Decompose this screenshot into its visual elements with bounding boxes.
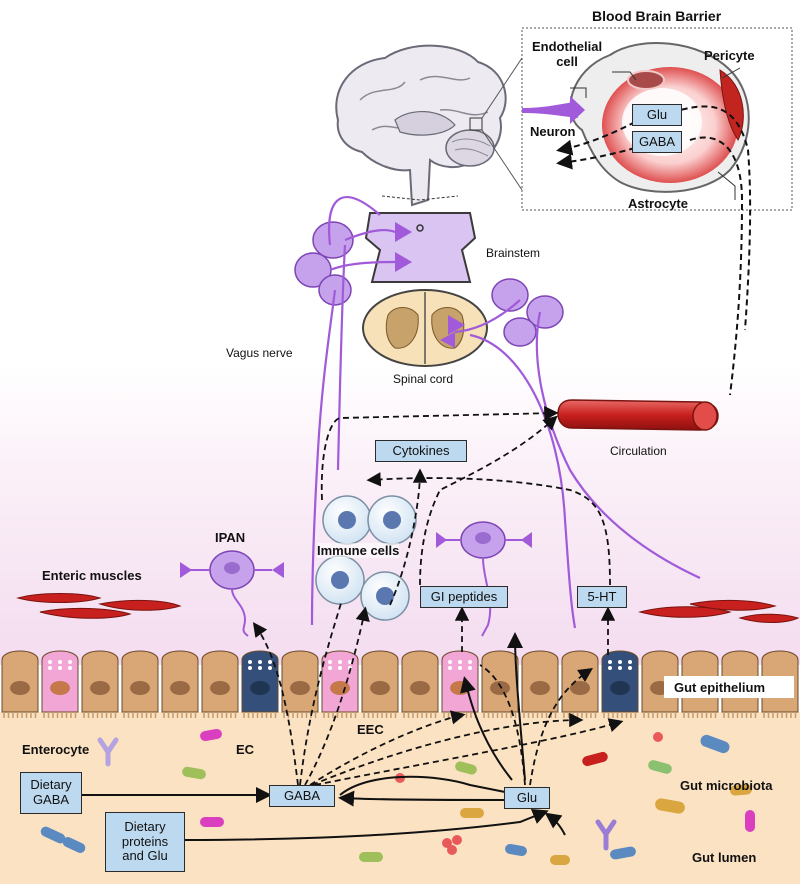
cell-nucleus (410, 681, 430, 695)
secretory-granule (608, 660, 612, 664)
enterocyte-label: Enterocyte (22, 742, 90, 757)
brainstem-label: Brainstem (486, 246, 541, 260)
secretory-granule (68, 666, 72, 670)
astrocyte-label: Astrocyte (628, 196, 688, 211)
secretory-granule (608, 666, 612, 670)
cell-nucleus (370, 681, 390, 695)
ec-label: EC (236, 742, 255, 757)
enteric-muscles (16, 593, 800, 623)
bbb-title: Blood Brain Barrier (592, 8, 722, 24)
vagus-nerve-label: Vagus nerve (226, 346, 293, 360)
gut-lumen-label: Gut lumen (692, 850, 757, 865)
secretory-granule (268, 666, 272, 670)
synapse-terminals (395, 222, 465, 348)
secretory-granule (468, 660, 472, 664)
nerve-fibers (310, 196, 701, 629)
cell-nucleus (610, 681, 630, 695)
secretory-granule (268, 660, 272, 664)
gut-microbiota (40, 728, 755, 865)
solid-arrows (80, 632, 566, 841)
serotonin-box: 5-HT (577, 586, 627, 608)
gut-epithelium-label: Gut epithelium (664, 676, 794, 698)
secretory-granule (348, 660, 352, 664)
bbb-gaba-box: GABA (632, 131, 682, 153)
secretory-granule (68, 660, 72, 664)
secretory-granule (618, 660, 622, 664)
gaba-box: GABA (269, 785, 335, 807)
secretory-granule (618, 666, 622, 670)
cell-nucleus (250, 681, 270, 695)
enteric-muscles-label: Enteric muscles (42, 568, 142, 583)
cell-nucleus (210, 681, 230, 695)
immune-cells-label: Immune cells (317, 543, 400, 558)
cell-nucleus (570, 681, 590, 695)
secretory-granule (448, 666, 452, 670)
secretory-granule (258, 660, 262, 664)
brainstem-illustration (364, 195, 477, 283)
secretory-granule (338, 660, 342, 664)
neuron-label: Neuron (530, 124, 576, 139)
cell-nucleus (290, 681, 310, 695)
bbb-glu-box: Glu (632, 104, 682, 126)
gut-microbiota-label: Gut microbiota (680, 778, 773, 793)
secretory-granule (328, 666, 332, 670)
dorsal-root-ganglion-cells-right (491, 278, 564, 347)
secretory-granule (628, 660, 632, 664)
gi-peptides-box: GI peptides (420, 586, 508, 608)
cell-nucleus (330, 681, 350, 695)
brain-illustration (335, 44, 507, 207)
secretory-granule (58, 666, 62, 670)
spinal-cord-illustration (362, 289, 488, 367)
cell-nucleus (530, 681, 550, 695)
secretory-granule (48, 666, 52, 670)
eec-label: EEC (357, 722, 384, 737)
cytokines-box: Cytokines (375, 440, 467, 462)
secretory-granule (448, 660, 452, 664)
secretory-granule (248, 666, 252, 670)
secretory-granule (48, 660, 52, 664)
circulation-label: Circulation (610, 444, 667, 458)
dietary-gaba-box: Dietary GABA (20, 772, 82, 814)
circulation-vessel (557, 399, 719, 431)
spinal-cord-label: Spinal cord (393, 372, 454, 386)
cell-nucleus (490, 681, 510, 695)
secretory-granule (458, 660, 462, 664)
secretory-granule (328, 660, 332, 664)
ipan-label: IPAN (215, 530, 246, 545)
cell-nucleus (50, 681, 70, 695)
glu-box: Glu (504, 787, 550, 809)
cell-nucleus (130, 681, 150, 695)
secretory-granule (338, 666, 342, 670)
dietary-proteins-box: Dietary proteins and Glu (105, 812, 185, 872)
secretory-granule (258, 666, 262, 670)
cell-nucleus (90, 681, 110, 695)
pericyte-label: Pericyte (704, 48, 755, 63)
secretory-granule (628, 666, 632, 670)
secretory-granule (468, 666, 472, 670)
secretory-granule (458, 666, 462, 670)
enteric-neuron (436, 521, 532, 637)
cell-nucleus (10, 681, 30, 695)
secretory-granule (58, 660, 62, 664)
endothelial-cell-label: Endothelial cell (532, 39, 603, 69)
ipan-neuron (180, 550, 284, 637)
cell-nucleus (170, 681, 190, 695)
secretory-granule (248, 660, 252, 664)
